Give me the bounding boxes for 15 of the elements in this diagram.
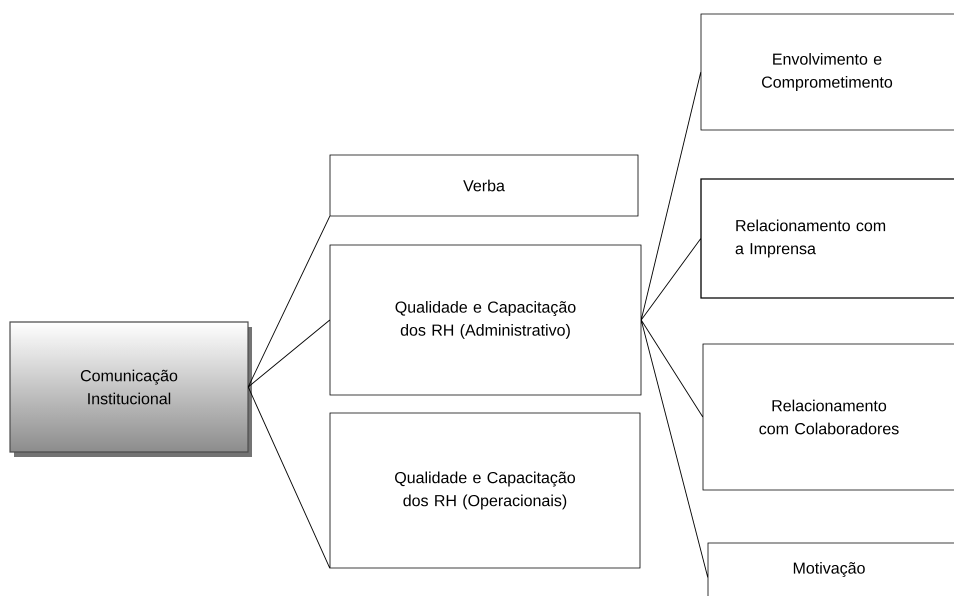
connector-line	[640, 320, 704, 418]
process-box: Envolvimento e Comprometimento	[700, 14, 954, 130]
connector-line	[640, 72, 702, 320]
process-box: Relacionamento com a Imprensa	[700, 178, 954, 299]
process-box: Motivação	[708, 542, 954, 596]
process-box: Comunicação Institucional	[9, 321, 252, 457]
connector-line	[640, 320, 708, 578]
connector-line	[248, 216, 330, 388]
connector-line	[248, 386, 330, 569]
connector-line	[640, 238, 702, 320]
process-box: Qualidade e Capacitação dos RH (Administrativo)	[330, 244, 642, 396]
process-box: Qualidade e Capacitação dos RH (Operacionais)	[330, 412, 640, 568]
process-box: Verba	[330, 154, 638, 216]
connector-line	[248, 320, 330, 388]
process-box: Relacionamento com Colaboradores	[702, 344, 954, 490]
